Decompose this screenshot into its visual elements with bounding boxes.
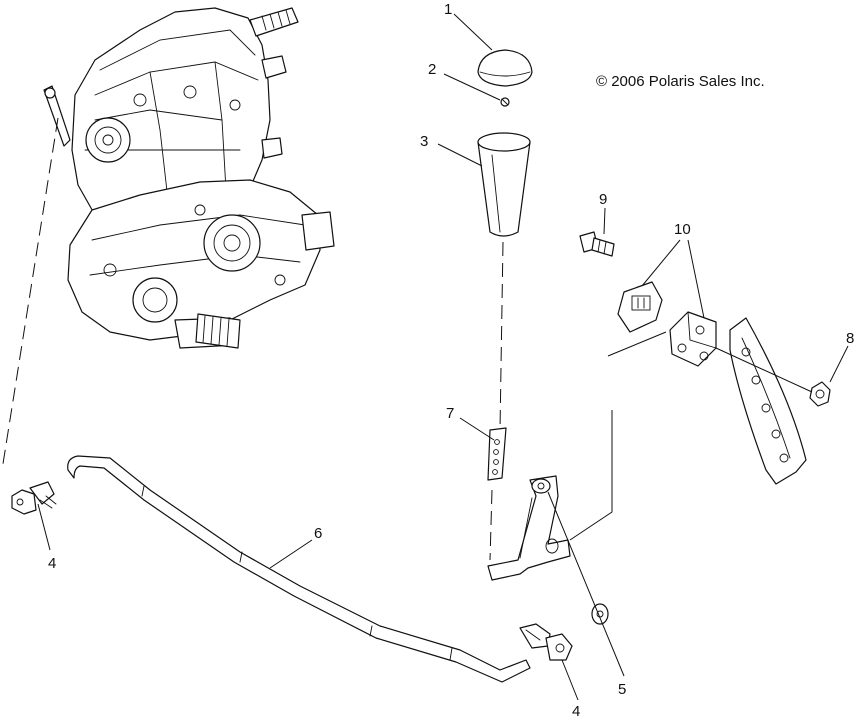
washer-icon [591,603,609,625]
leader-4b [561,659,579,701]
callout-10: 10 [674,221,691,238]
knob-cap-icon [477,49,533,87]
shift-rod-icon [67,455,531,683]
nut-axis-line [715,347,813,393]
leader-1 [453,13,493,51]
transmission-icon [43,7,335,349]
callout-2: 2 [428,61,436,78]
leader-3 [437,143,483,167]
assembly-axis-lower [489,489,493,561]
callout-6: 6 [314,525,322,542]
leader-8 [829,345,849,383]
leader-5 [547,491,625,677]
bolt-icon [579,231,615,257]
callout-4-left: 4 [48,555,56,572]
callout-9: 9 [599,191,607,208]
bracket-line [569,410,613,541]
cable-clip-lower-icon [519,623,573,661]
small-screw-icon [500,97,510,107]
leader-10b [687,239,705,319]
assembly-axis [499,241,504,431]
shift-knob-icon [477,132,531,237]
leader-4a [37,503,51,551]
callout-5: 5 [618,681,626,698]
callout-4-bottom: 4 [572,703,580,718]
callout-8: 8 [846,330,854,347]
leader-7 [459,417,495,441]
leader-10a [641,239,681,287]
callout-7: 7 [446,405,454,422]
callout-3: 3 [420,133,428,150]
shift-lever-icon [487,427,507,481]
leader-2 [443,73,501,101]
leader-6 [269,539,313,569]
routing-line [1,117,59,471]
copyright-text: © 2006 Polaris Sales Inc. [596,73,765,90]
support-plate-icon [729,317,807,485]
cable-clip-icon [11,481,57,515]
lever-bracket-icon [487,475,571,581]
callout-1: 1 [444,1,452,18]
bushing-block-icon [669,311,717,367]
leader-9 [603,207,606,235]
leader-lines [37,13,849,701]
bushing-icon [617,281,663,333]
nut-icon [809,381,831,407]
pivot-line [607,331,667,357]
